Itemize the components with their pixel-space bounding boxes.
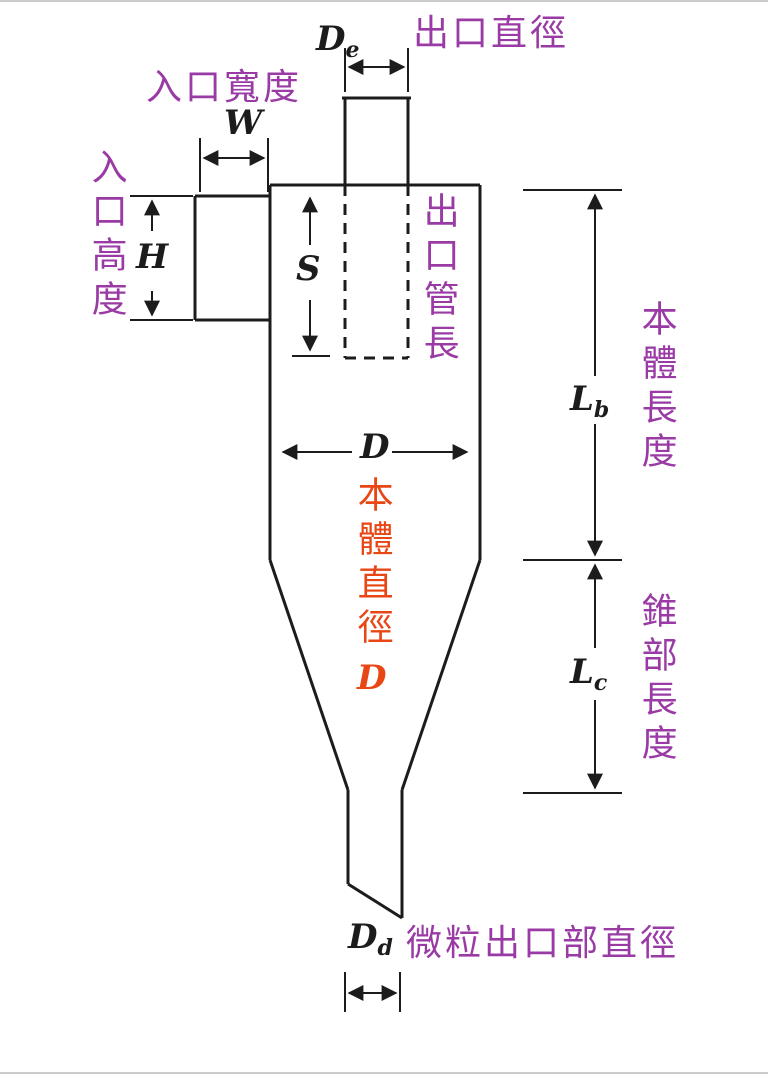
s-symbol: S <box>296 252 321 286</box>
scan-edge-bottom <box>0 1072 768 1074</box>
d-symbol-base: D <box>360 427 390 467</box>
body-diameter-label-group: 本體直徑 D <box>351 476 393 698</box>
dust-outlet-diameter-label: 微粒出口部直徑 <box>406 923 680 964</box>
lb-symbol-sub: b <box>593 397 610 423</box>
w-symbol-base: W <box>224 103 263 143</box>
inlet-width-label: 入口寬度 <box>146 67 303 108</box>
h-dimension <box>130 195 193 321</box>
dust-outlet-pipe <box>346 790 404 920</box>
lb-symbol: Lb <box>570 382 609 421</box>
dd-dimension <box>344 972 401 1012</box>
cone-length-label: 錐部長度 <box>635 592 677 768</box>
h-symbol: H <box>136 240 168 274</box>
outlet-diameter-label: 出口直徑 <box>413 13 570 54</box>
outlet-pipe-length-label: 出口管長 <box>417 192 459 368</box>
body-length-label: 本體長度 <box>635 300 677 476</box>
inlet-duct <box>193 194 270 322</box>
lc-dimension <box>523 563 622 794</box>
scan-edge-top <box>0 0 768 2</box>
de-symbol-sub: e <box>345 37 360 63</box>
w-symbol: W <box>224 106 262 140</box>
lb-dimension <box>523 189 622 561</box>
de-symbol: De <box>316 22 359 61</box>
s-symbol-base: S <box>296 249 321 289</box>
body-diameter-symbol-red: D <box>357 658 387 698</box>
s-dimension <box>292 196 330 357</box>
w-dimension <box>199 138 269 192</box>
outlet-pipe <box>342 96 411 185</box>
cyclone-outline <box>193 96 482 920</box>
dd-symbol: Dd <box>348 920 393 959</box>
lb-symbol-base: L <box>570 379 594 419</box>
lc-symbol-base: L <box>570 652 594 692</box>
inlet-height-label: 入口高度 <box>85 148 127 324</box>
dd-symbol-sub: d <box>377 935 393 961</box>
vortex-finder-dashed <box>343 185 410 360</box>
de-dimension <box>344 48 409 92</box>
d-symbol: D <box>360 430 389 464</box>
cyclone-body <box>268 183 482 560</box>
lc-symbol-sub: c <box>593 670 608 696</box>
cone-section <box>268 559 482 791</box>
dd-symbol-base: D <box>348 917 378 957</box>
lc-symbol: Lc <box>570 655 607 694</box>
de-symbol-base: D <box>316 19 346 59</box>
body-diameter-label: 本體直徑 <box>351 476 393 652</box>
h-symbol-base: H <box>136 237 169 277</box>
